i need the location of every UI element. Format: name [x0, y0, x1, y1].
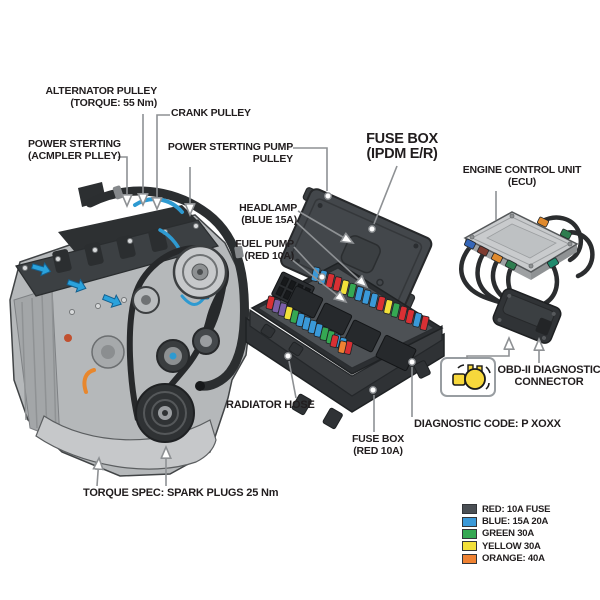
legend-label: BLUE: 15A 20A	[482, 516, 549, 528]
fuse-blue	[361, 289, 372, 305]
label-radiator-hose: RADIATOR HOSE	[226, 399, 315, 411]
legend-item: ORANGE: 40A	[462, 553, 550, 565]
label-text: DIAGNOSTIC CODE: P XOXX	[414, 418, 561, 430]
fuse-yellow	[383, 299, 394, 315]
legend-swatch	[462, 504, 477, 515]
fuse-box	[245, 262, 445, 430]
fuse-red	[329, 334, 339, 348]
label-fuse-box-ipdm: FUSE BOX (IPDM E/R)	[352, 131, 452, 163]
label-text: POWER STERTING	[28, 138, 121, 150]
label-crank-pulley: CRANK PULLEY	[171, 107, 251, 120]
label-text: (TORQUE: 55 Nm)	[70, 96, 157, 109]
legend-label: ORANGE: 40A	[482, 553, 545, 565]
legend-swatch	[462, 541, 477, 552]
fuse-red	[376, 295, 386, 312]
leader-lines	[97, 114, 539, 487]
legend-label: RED: 10A FUSE	[482, 503, 551, 515]
ac-pulley	[192, 327, 220, 355]
label-text: (RED 10A)	[244, 249, 294, 262]
leader-dots	[284, 192, 416, 394]
fuse-red	[419, 315, 430, 331]
label-obd-connector: OBD-II DIAGNOSTIC CONNECTOR	[489, 364, 600, 389]
label-text: FUSE BOX	[351, 433, 405, 445]
label-power-steering-pump-pulley: POWER STERTING PUMP PULLEY	[167, 141, 293, 166]
fuse-row-back	[310, 266, 430, 331]
label-torque-spec: TORQUE SPEC: SPARK PLUGS 25 Nm	[83, 487, 279, 499]
label-text: CONNECTOR	[514, 376, 584, 389]
power-steering-pump-pulley	[172, 244, 228, 300]
label-text: TORQUE SPEC: SPARK PLUGS 25 Nm	[83, 487, 279, 499]
fuse-red	[397, 305, 408, 322]
obd-connector	[492, 288, 562, 344]
legend-label: YELLOW 30A	[482, 540, 541, 552]
label-text: (BLUE 15A)	[241, 213, 297, 226]
fuse-green	[390, 302, 401, 318]
label-text: FUEL PUMP	[235, 238, 294, 250]
tensioner-pulley	[132, 286, 160, 314]
legend-swatch	[462, 516, 477, 527]
legend-item: GREEN 30A	[462, 528, 550, 540]
fuse-blue	[368, 292, 379, 308]
valve-cover	[15, 219, 220, 297]
check-engine-icon	[440, 357, 496, 397]
label-text: (IPDM E/R)	[366, 146, 438, 163]
engine-illustration	[9, 182, 251, 477]
label-fuse-box-red: FUSE BOX (RED 10A)	[338, 433, 418, 458]
crank-pulley	[135, 383, 195, 443]
label-text: (ECU)	[507, 175, 537, 188]
label-headlamp: HEADLAMP (BLUE 15A)	[239, 202, 297, 227]
label-text: POWER STERTING PUMP	[167, 141, 293, 153]
label-diagnostic-code: DIAGNOSTIC CODE: P XOXX	[414, 418, 561, 430]
label-text: (RED 10A)	[353, 444, 403, 457]
legend-item: YELLOW 30A	[462, 540, 550, 552]
dipstick	[82, 368, 96, 394]
legend-swatch	[462, 528, 477, 539]
label-text: FUSE BOX	[366, 131, 438, 147]
ecu-connectors	[464, 216, 572, 271]
idler-pulley	[156, 339, 190, 373]
fuse-orange	[337, 340, 347, 354]
label-text: PULLEY	[252, 152, 293, 165]
relay-blocks	[271, 271, 417, 372]
label-text: RADIATOR HOSE	[226, 399, 315, 411]
label-text: ENGINE CONTROL UNIT	[462, 164, 582, 176]
radiator-hose-art	[85, 185, 249, 391]
label-text: (ACMPLER PLLEY)	[28, 149, 121, 162]
label-ecu: ENGINE CONTROL UNIT (ECU)	[452, 164, 592, 189]
legend-item: RED: 10A FUSE	[462, 503, 551, 515]
label-text: ALTERNATOR PULLEY	[45, 85, 157, 97]
legend-label: GREEN 30A	[482, 528, 535, 540]
label-text: CRANK PULLEY	[171, 107, 251, 119]
fuse-row-front	[329, 334, 347, 354]
label-power-steering: POWER STERTING (ACMPLER PLLEY)	[28, 138, 121, 163]
fuse-row-left	[265, 295, 354, 355]
legend-swatch	[462, 553, 477, 564]
label-text: HEADLAMP	[239, 202, 297, 214]
legend-item: BLUE: 15A 20A	[462, 515, 550, 527]
label-text: OBD-II DIAGNOSTIC	[497, 364, 600, 376]
flow-arrows	[30, 261, 122, 308]
label-fuel-pump: FUEL PUMP (RED 10A)	[235, 238, 294, 263]
label-alternator-pulley: ALTERNATOR PULLEY (TORQUE: 55 Nm)	[45, 85, 157, 110]
fuse-blue	[412, 312, 423, 328]
fuse-red	[405, 308, 415, 325]
